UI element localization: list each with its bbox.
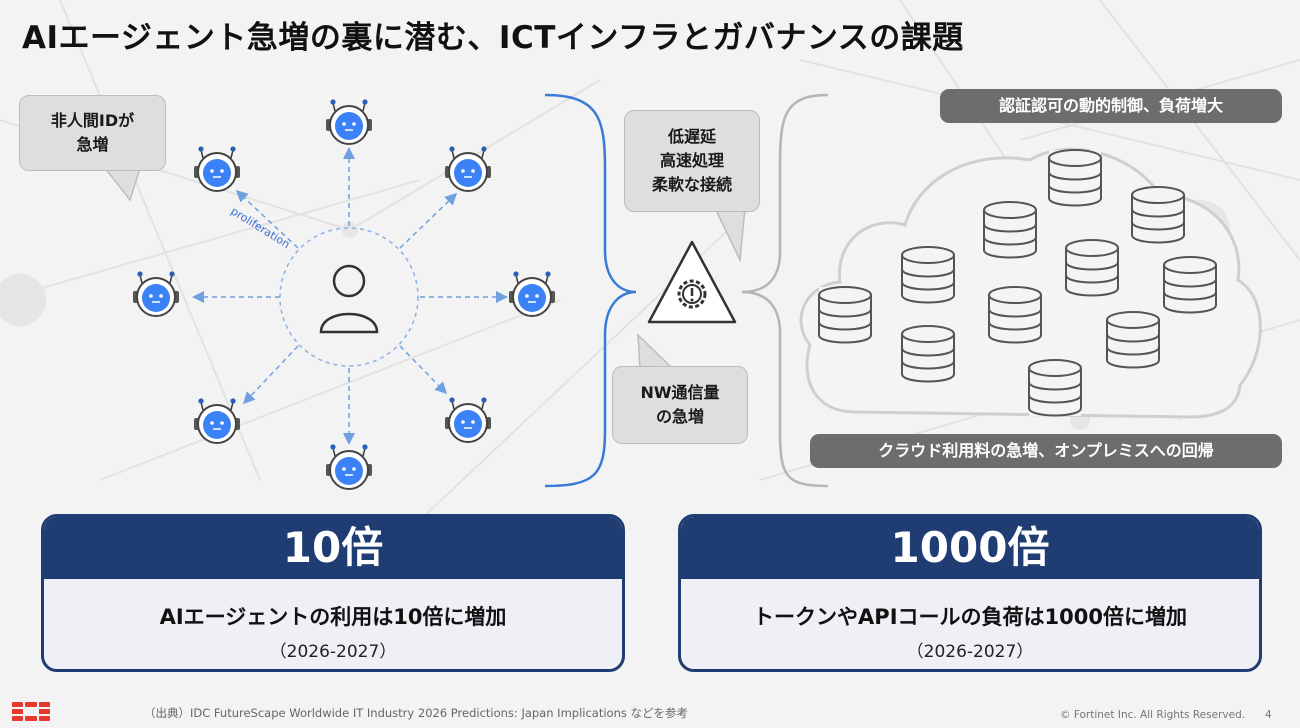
- cloud-cost-pill: クラウド利用料の急増、オンプレミスへの回帰: [810, 434, 1282, 468]
- stat-description: トークンやAPIコールの負荷は1000倍に増加: [753, 605, 1187, 629]
- database-icon: [1131, 186, 1185, 244]
- bubble-line: 低遅延: [667, 127, 716, 146]
- fortinet-logo-icon: [12, 702, 50, 721]
- robot-icon: [325, 443, 373, 490]
- database-icon: [901, 325, 955, 383]
- auth-load-pill: 認証認可の動的制御、負荷増大: [940, 89, 1282, 123]
- stat-period: （2026-2027）: [906, 642, 1034, 662]
- robot-icon: [132, 270, 180, 317]
- bubble-line: 柔軟な接続: [651, 175, 732, 194]
- robot-icon: [508, 270, 556, 317]
- latency-bubble: 低遅延 高速処理 柔軟な接続: [624, 110, 760, 212]
- bubble-line: 高速処理: [659, 151, 724, 170]
- stat-headline: 1000倍: [681, 517, 1259, 579]
- database-icon: [988, 286, 1042, 344]
- stat-period: （2026-2027）: [269, 642, 397, 662]
- database-icon: [1106, 311, 1160, 369]
- source-note: （出典）IDC FutureScape Worldwide IT Industr…: [144, 706, 689, 720]
- copyright: © Fortinet Inc. All Rights Reserved.: [1060, 709, 1246, 721]
- bubble-line: NW通信量: [640, 383, 720, 402]
- page-title: AIエージェント急増の裏に潜む、ICTインフラとガバナンスの課題: [22, 20, 964, 56]
- robot-icon: [193, 397, 241, 444]
- stat-headline: 10倍: [44, 517, 622, 579]
- user-icon: [319, 264, 379, 334]
- robot-icon: [444, 396, 492, 443]
- database-icon: [983, 201, 1037, 259]
- database-icon: [1163, 256, 1217, 314]
- robot-icon: [325, 98, 373, 145]
- stat-card-tokens: 1000倍 トークンやAPIコールの負荷は1000倍に増加 （2026-2027…: [678, 514, 1262, 672]
- bubble-line: の急増: [655, 407, 704, 426]
- database-icon: [1065, 239, 1119, 297]
- stat-card-agents: 10倍 AIエージェントの利用は10倍に増加 （2026-2027）: [41, 514, 625, 672]
- nw-traffic-bubble: NW通信量 の急増: [612, 366, 748, 444]
- blue-brace: [544, 93, 637, 488]
- database-icon: [1028, 359, 1082, 417]
- proliferation-label: proliferation: [228, 205, 292, 252]
- robot-icon: [193, 145, 241, 192]
- bubble-line: 非人間IDが: [50, 111, 135, 130]
- nonhuman-id-bubble: 非人間IDが 急増: [19, 95, 166, 171]
- grey-brace: [741, 93, 829, 488]
- stat-description: AIエージェントの利用は10倍に増加: [159, 605, 507, 629]
- warning-gear-icon: [647, 240, 737, 324]
- database-icon: [818, 286, 872, 344]
- database-icon: [1048, 149, 1102, 207]
- page-number: 4: [1265, 709, 1272, 721]
- robot-icon: [444, 145, 492, 192]
- database-icon: [901, 246, 955, 304]
- bubble-line: 急増: [76, 135, 109, 154]
